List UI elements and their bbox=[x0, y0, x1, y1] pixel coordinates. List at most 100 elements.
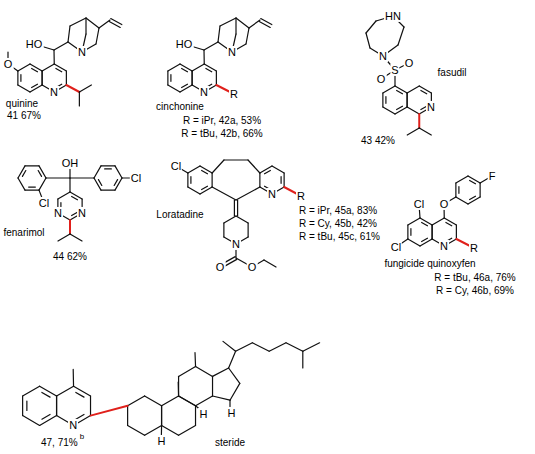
bond-line bbox=[38, 171, 41, 177]
bond-line bbox=[127, 406, 128, 426]
atom-label: Cl bbox=[170, 160, 182, 172]
atom-label: Cl bbox=[130, 172, 142, 184]
compound-caption: 47, 71% bbox=[40, 437, 79, 448]
compound-caption: cinchonine bbox=[155, 101, 205, 112]
bond-line bbox=[86, 18, 99, 28]
bond-line bbox=[56, 396, 57, 416]
bond-line bbox=[96, 28, 99, 44]
bond-line bbox=[69, 178, 70, 192]
atom-label: O bbox=[215, 261, 226, 273]
bond-line bbox=[236, 18, 249, 28]
bond-line bbox=[182, 68, 188, 71]
bond-line bbox=[18, 64, 30, 71]
atom-label: O bbox=[3, 58, 14, 70]
bond-line bbox=[259, 173, 260, 187]
bond-line bbox=[182, 84, 188, 87]
bond-line bbox=[213, 396, 230, 400]
bond-line bbox=[223, 223, 224, 237]
atom-label: N bbox=[227, 46, 237, 58]
bond-line bbox=[22, 396, 23, 416]
bond-line bbox=[18, 166, 25, 178]
atom-label: S bbox=[390, 64, 399, 76]
bond-line bbox=[229, 351, 236, 368]
compound-caption: R = Cy, 46b, 69% bbox=[435, 285, 515, 296]
bond-line bbox=[286, 343, 303, 351]
bond-line bbox=[188, 187, 200, 194]
new-bond bbox=[418, 114, 420, 128]
atom-label: O bbox=[247, 261, 258, 273]
bond-line bbox=[179, 425, 196, 435]
atom-label: N bbox=[199, 86, 209, 98]
bond-line bbox=[407, 128, 419, 135]
bond-line bbox=[264, 260, 276, 267]
bond-line bbox=[54, 64, 66, 71]
bond-line bbox=[229, 368, 240, 383]
bond-line bbox=[25, 165, 39, 166]
bond-line bbox=[248, 223, 249, 237]
bond-line bbox=[252, 343, 269, 351]
bond-line bbox=[432, 225, 433, 239]
atom-label: HO bbox=[25, 38, 44, 50]
atom-label: OH bbox=[61, 157, 80, 169]
bond-line bbox=[26, 401, 27, 410]
compound-caption: R = iPr, 42a, 53% bbox=[182, 115, 262, 126]
bond-line bbox=[385, 97, 386, 104]
bond-line bbox=[162, 396, 179, 406]
bond-line bbox=[196, 396, 213, 406]
bond-line bbox=[383, 86, 395, 93]
atom-label: N bbox=[77, 46, 87, 58]
bond-line bbox=[70, 18, 86, 26]
compound-caption: R = tBu, 46a, 76% bbox=[433, 272, 516, 283]
bond-line bbox=[470, 180, 476, 183]
bond-line bbox=[204, 42, 218, 50]
bond-line bbox=[168, 64, 180, 71]
bond-line bbox=[382, 93, 383, 107]
bond-line bbox=[161, 406, 162, 426]
bond-line bbox=[73, 369, 75, 386]
bond-line bbox=[85, 18, 86, 34]
bond-line bbox=[101, 190, 115, 191]
bond-line bbox=[46, 177, 70, 178]
bond-line bbox=[419, 128, 431, 135]
bond-line bbox=[161, 406, 162, 426]
bond-line bbox=[20, 75, 21, 82]
bond-line bbox=[187, 173, 188, 187]
bond-line bbox=[40, 386, 57, 396]
bond-line bbox=[420, 218, 432, 225]
compound-caption: R = tBu, 42b, 66% bbox=[180, 128, 263, 139]
atom-label: O bbox=[439, 198, 450, 210]
atom-label: HO bbox=[175, 38, 194, 50]
bond-line bbox=[246, 28, 249, 44]
bond-line bbox=[54, 42, 68, 50]
bond-line bbox=[456, 225, 457, 239]
bond-line bbox=[167, 71, 168, 85]
bond-line bbox=[18, 178, 25, 190]
bond-line bbox=[40, 416, 57, 426]
new-bond bbox=[91, 406, 128, 416]
bond-line bbox=[179, 367, 196, 377]
bond-line bbox=[407, 93, 408, 107]
compound-caption: fasudil bbox=[437, 67, 468, 78]
bond-line bbox=[17, 71, 18, 85]
bond-line bbox=[192, 64, 204, 71]
bond-line bbox=[422, 238, 428, 241]
bond-line bbox=[213, 368, 229, 376]
bond-line bbox=[261, 19, 272, 25]
atom-label: O bbox=[376, 73, 387, 85]
bond-line bbox=[220, 18, 236, 26]
bond-line bbox=[265, 170, 271, 173]
bond-line bbox=[101, 165, 115, 166]
bond-line bbox=[188, 166, 200, 173]
new-bond bbox=[66, 85, 79, 92]
bond-line bbox=[224, 159, 248, 160]
compound-caption: 43 42% bbox=[360, 135, 396, 146]
bond-line bbox=[383, 107, 395, 114]
bond-line bbox=[98, 180, 101, 186]
bond-line bbox=[194, 353, 196, 367]
bond-line bbox=[269, 343, 286, 351]
bond-line bbox=[458, 187, 459, 194]
bond-line bbox=[99, 20, 110, 28]
bond-line bbox=[235, 18, 236, 34]
bond-line bbox=[53, 50, 54, 64]
